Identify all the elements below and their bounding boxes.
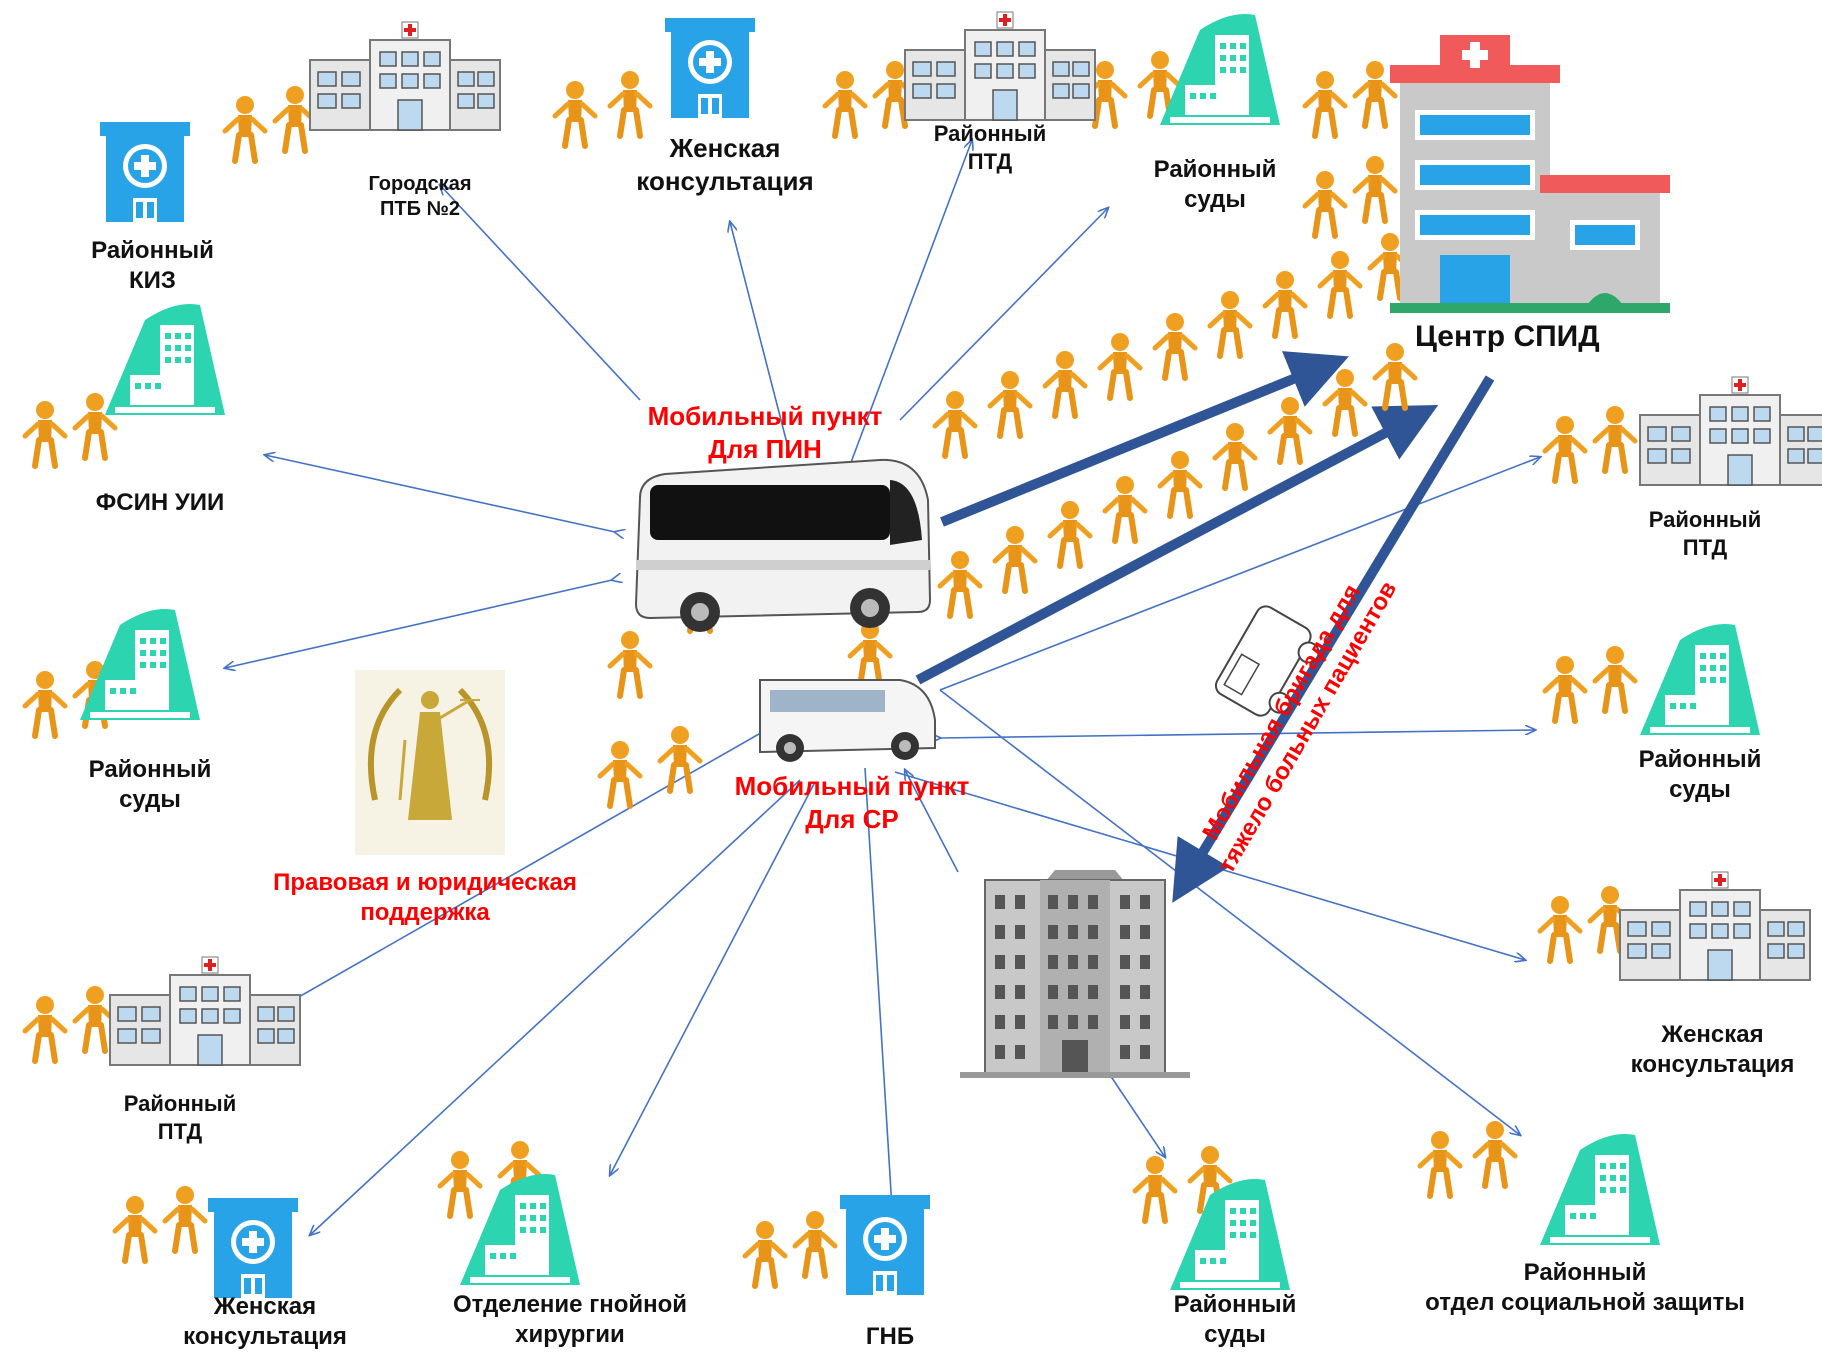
apartment-building-icon bbox=[960, 870, 1190, 1078]
center-spid-building-icon bbox=[1390, 35, 1670, 313]
sudy-right-clinic-icon bbox=[1640, 624, 1760, 735]
arrow-to-gnoynoy bbox=[610, 781, 816, 1175]
arrow-to-soc bbox=[939, 689, 1520, 1135]
ptd-right-building-icon bbox=[1639, 376, 1822, 486]
thick-arrows bbox=[915, 351, 1495, 903]
arrow-to-gnb bbox=[864, 767, 892, 1208]
arrow-to-zhensk-bl bbox=[310, 779, 801, 1235]
arrow-to-zhensk-top bbox=[730, 222, 791, 456]
justice-statue-icon bbox=[355, 670, 505, 855]
arrow-to-sudy-bottom bbox=[1109, 1074, 1165, 1157]
arrow-pin-sudy-left bbox=[225, 580, 612, 668]
ambulance-icon bbox=[1214, 605, 1320, 717]
sudy-top-clinic-icon bbox=[1160, 14, 1280, 125]
center-spid-label: Центр СПИД bbox=[1415, 320, 1600, 353]
thin-arrows bbox=[225, 140, 1540, 1235]
thick-arrow-center-building bbox=[1172, 375, 1495, 903]
fsin-label: ФСИН УИИ bbox=[95, 489, 225, 516]
arrow-to-sr bbox=[905, 770, 959, 873]
thick-arrow-pin-center bbox=[940, 351, 1349, 527]
zhensk-bl-hospital-icon bbox=[208, 1198, 298, 1298]
arrow-to-ptd-top bbox=[849, 140, 972, 466]
arrow-sr-legal bbox=[255, 722, 780, 1022]
zhensk-right-building-icon bbox=[1619, 871, 1811, 981]
gnoynoy-clinic-icon bbox=[460, 1174, 580, 1285]
arrow-sr-sudy-right bbox=[940, 730, 1535, 738]
ptd-left-building-icon bbox=[109, 956, 301, 1066]
arrow-to-gorodskaya bbox=[440, 185, 641, 401]
kiz-hospital-icon bbox=[100, 122, 190, 222]
zhensk-top-hospital-icon bbox=[665, 18, 755, 118]
gorodskaya-building-icon bbox=[309, 21, 501, 131]
fsin-clinic-icon bbox=[105, 304, 225, 415]
ptd-top-building-icon bbox=[904, 11, 1096, 121]
arrow-to-sudy-top bbox=[899, 208, 1108, 421]
arrow-to-ptd-right bbox=[939, 457, 1540, 691]
minivan-icon bbox=[759, 679, 936, 762]
soc-clinic-icon bbox=[1540, 1134, 1660, 1245]
sudy-bottom-clinic-icon bbox=[1170, 1179, 1290, 1290]
bus-icon bbox=[634, 458, 932, 632]
gnb-label: ГНБ bbox=[865, 1323, 915, 1350]
arrow-pin-fsin bbox=[265, 455, 615, 532]
gnb-hospital-icon bbox=[840, 1195, 930, 1295]
thick-arrow-sr-center bbox=[915, 404, 1439, 685]
